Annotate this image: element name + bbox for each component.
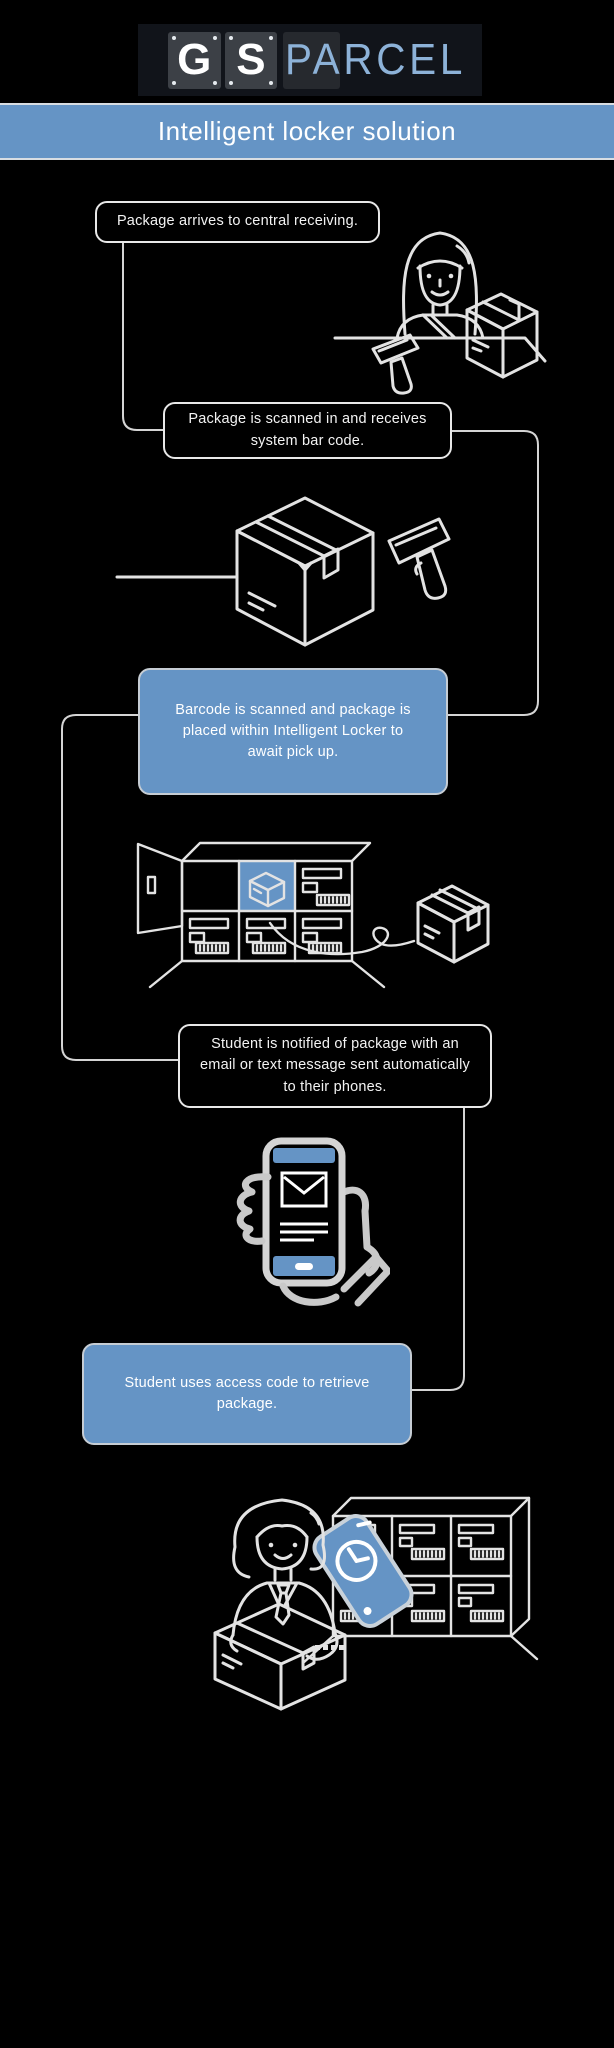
connector-step3-step4 (61, 714, 178, 1061)
smartphone-icon (262, 1137, 346, 1287)
phone-notification-illustration (236, 1137, 390, 1307)
hand-icon-front (236, 1173, 390, 1307)
receiving-desk-illustration (333, 231, 547, 395)
step-box-4: Student is notified of package with an e… (178, 1024, 492, 1108)
package-icon (235, 496, 375, 647)
connector-step4-step5 (412, 1108, 465, 1391)
step-3-text: Barcode is scanned and package is placed… (175, 701, 411, 760)
phone-top-bar (273, 1148, 335, 1163)
squiggle-connector (268, 921, 416, 956)
barcode-scanner-icon (371, 333, 420, 395)
mail-icon (280, 1171, 328, 1242)
step-2-text: Package is scanned in and receives syste… (188, 411, 427, 449)
barcode-scanner-icon (387, 517, 451, 600)
access-code-phone-icon (312, 1514, 414, 1628)
receiver-woman-icon (395, 231, 485, 340)
logo-letter-s: S (236, 35, 266, 84)
screw-icon (212, 80, 217, 85)
step-4-text: Student is notified of package with an e… (200, 1036, 470, 1095)
screw-icon (212, 35, 217, 40)
logo-parcel-text: PARCEL (285, 35, 467, 84)
desk-line (333, 336, 547, 363)
package-scan-illustration (115, 496, 451, 647)
locker-deposit-illustration (136, 841, 490, 989)
deposited-package-icon (248, 871, 286, 908)
screw-icon (269, 80, 274, 85)
page-title: Intelligent locker solution (157, 116, 457, 146)
retrieved-package-icon (213, 1602, 347, 1711)
logo-tile-g: G (168, 31, 221, 89)
connector-step1-step2 (122, 243, 163, 431)
logo-letter-g: G (177, 35, 212, 84)
screw-icon (269, 35, 274, 40)
screw-icon (172, 35, 176, 40)
gs-parcel-logo: G S PARCEL (138, 24, 482, 96)
logo-tile-s: S (224, 31, 278, 89)
package-icon (465, 292, 539, 379)
step-box-3: Barcode is scanned and package is placed… (138, 668, 448, 795)
screw-icon (228, 80, 233, 85)
logo-dark-tile (283, 31, 341, 89)
step-1-text: Package arrives to central receiving. (116, 213, 359, 230)
student-pickup-illustration (213, 1496, 539, 1711)
step-5-text: Student uses access code to retrieve pac… (124, 1374, 370, 1412)
logo-parcel: PARCEL (283, 31, 482, 89)
step-box-2: Package is scanned in and receives syste… (163, 402, 452, 459)
locker-cabinet-icon (136, 841, 386, 989)
incoming-package-icon (416, 884, 490, 964)
home-button (295, 1263, 313, 1270)
step-box-5: Student uses access code to retrieve pac… (82, 1343, 412, 1445)
message-lines (280, 1222, 328, 1242)
title-banner: Intelligent locker solution (0, 103, 614, 160)
clock-icon (335, 1539, 378, 1582)
screw-icon (172, 80, 176, 85)
screw-icon (228, 35, 233, 40)
step-box-1: Package arrives to central receiving. (95, 201, 380, 243)
student-icon (229, 1498, 344, 1661)
connector-step2-step3 (448, 430, 539, 716)
open-door (136, 842, 184, 935)
